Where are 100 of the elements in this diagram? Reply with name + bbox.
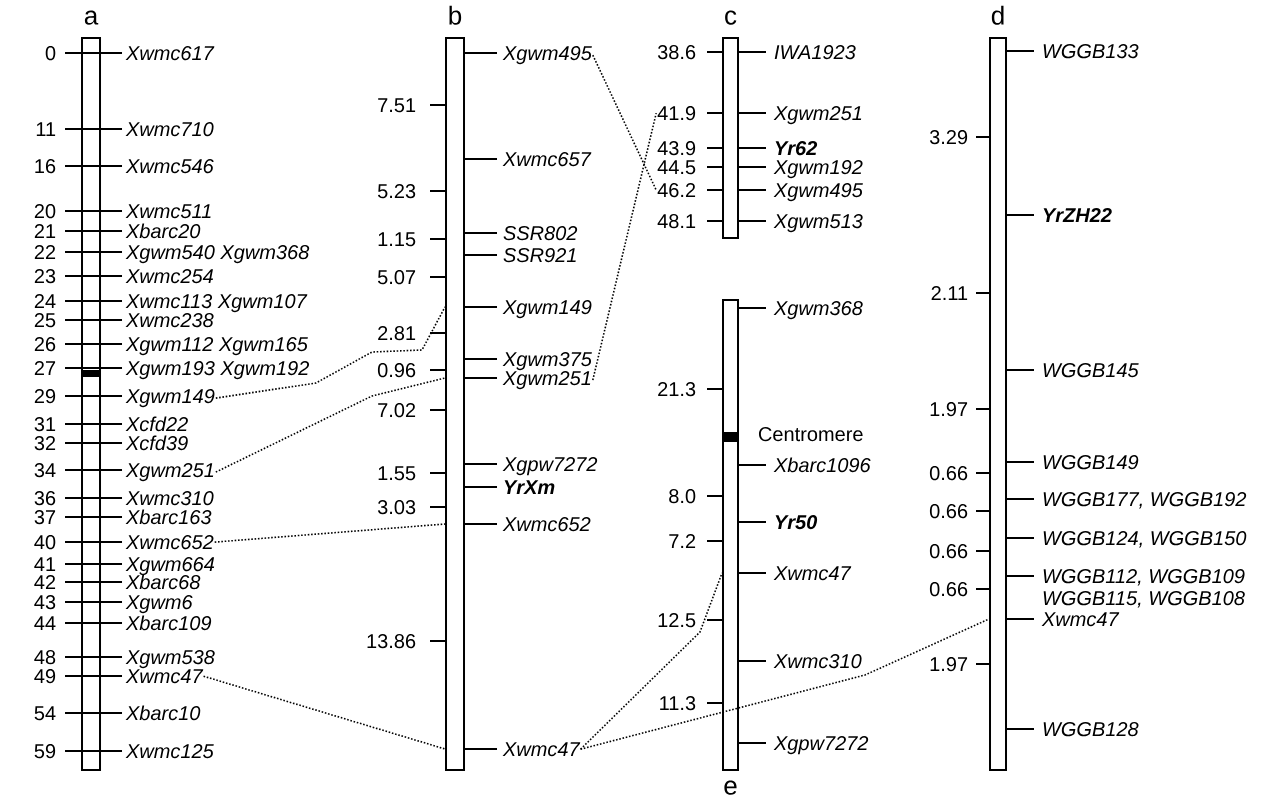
map-distance: 3.29 bbox=[929, 130, 968, 145]
map-distance: 43.9 bbox=[657, 141, 696, 156]
marker-name: Xgpw7272 bbox=[773, 736, 869, 755]
marker-name: Xgwm664 bbox=[125, 557, 215, 576]
map-distance: 8.0 bbox=[669, 489, 696, 504]
map-distance: 1.55 bbox=[378, 466, 416, 481]
centromere-label: Centromere bbox=[758, 427, 863, 442]
map-distance: 13.86 bbox=[367, 634, 416, 649]
map-distance: 54 bbox=[34, 706, 56, 721]
marker-name: Xwmc254 bbox=[125, 269, 213, 284]
node-label: b bbox=[449, 5, 462, 25]
map-distance: 49 bbox=[34, 669, 56, 684]
marker-name: Xwmc47 bbox=[773, 566, 852, 581]
marker-name: Xbarc109 bbox=[125, 615, 212, 631]
map-distance: 43 bbox=[34, 595, 56, 610]
map-distance: 0.66 bbox=[929, 466, 968, 481]
marker-name: Xwmc310 bbox=[125, 491, 214, 506]
marker-name: Xbarc1096 bbox=[773, 457, 871, 473]
map-distance: 22 bbox=[34, 245, 56, 259]
chromosome-bar: d bbox=[989, 5, 1007, 771]
connector-line bbox=[215, 306, 446, 399]
marker-name: WGGB177, WGGB192 bbox=[1043, 492, 1247, 509]
map-distance: 2.11 bbox=[931, 286, 968, 300]
connector-line bbox=[579, 618, 990, 750]
map-distance: 46.2 bbox=[657, 183, 696, 198]
marker-name: Xwmc546 bbox=[125, 159, 214, 174]
map-distance: 7.2 bbox=[669, 534, 696, 548]
marker-name: WGGB145 bbox=[1043, 363, 1139, 378]
marker-name: Xwmc657 bbox=[502, 152, 592, 167]
marker-name: WGGB133 bbox=[1043, 44, 1139, 59]
marker-name: Xbarc20 bbox=[125, 223, 201, 239]
map-distance: 44.5 bbox=[657, 160, 696, 175]
marker-name: Xwmc47 bbox=[1041, 612, 1120, 627]
marker-name: Xgwm368 bbox=[773, 301, 863, 320]
map-distance: 31 bbox=[34, 417, 56, 432]
map-distance: 1.97 bbox=[930, 657, 968, 672]
marker-name: Xwmc113 Xgwm107 bbox=[125, 294, 308, 313]
marker-name: Xgpw7272 bbox=[502, 457, 598, 476]
marker-name: SSR921 bbox=[503, 248, 576, 263]
marker-name: Xcfd22 bbox=[125, 416, 188, 432]
marker-name: Xgwm251 bbox=[773, 106, 862, 125]
map-distance: 26 bbox=[34, 337, 56, 352]
marker-name: Xgwm193 Xgwm192 bbox=[125, 361, 310, 380]
map-distance: 41.9 bbox=[657, 106, 696, 121]
marker-name: Xbarc68 bbox=[125, 574, 201, 590]
marker-name: Xwmc47 bbox=[125, 669, 204, 684]
chromosome-bar: c bbox=[722, 10, 739, 239]
gene-name: YrZH22 bbox=[1043, 208, 1112, 222]
marker-name: SSR802 bbox=[503, 226, 578, 241]
chromosome-bar: a bbox=[81, 10, 101, 771]
map-distance: 1.15 bbox=[378, 232, 416, 247]
marker-name: Xwmc710 bbox=[125, 122, 214, 137]
map-distance: 2.81 bbox=[378, 326, 416, 341]
marker-name: Xgwm112 Xgwm165 bbox=[125, 337, 308, 356]
marker-name: Xgwm251 bbox=[502, 371, 591, 390]
marker-name: Xgwm495 bbox=[502, 46, 592, 65]
marker-name: Xgwm192 bbox=[773, 160, 863, 179]
marker-name: WGGB128 bbox=[1043, 722, 1139, 737]
map-distance: 38.6 bbox=[657, 45, 696, 60]
marker-name: Xwmc310 bbox=[773, 654, 862, 669]
map-distance: 5.07 bbox=[377, 270, 416, 285]
connector-line bbox=[202, 675, 446, 750]
map-distance: 7.51 bbox=[378, 98, 416, 113]
marker-name: Xwmc238 bbox=[125, 313, 214, 328]
connector-line bbox=[215, 377, 446, 473]
map-distance: 5.23 bbox=[377, 184, 416, 199]
marker-name: IWA1923 bbox=[774, 45, 856, 60]
marker-name: Xwmc652 bbox=[502, 517, 591, 532]
map-distance: 59 bbox=[34, 744, 56, 759]
node-label: c bbox=[725, 10, 737, 25]
marker-name: Xgwm375 bbox=[502, 352, 592, 371]
map-distance: 3.03 bbox=[377, 500, 416, 515]
map-distance: 40 bbox=[34, 535, 56, 550]
map-distance: 16 bbox=[35, 159, 56, 174]
map-distance: 36 bbox=[34, 491, 56, 506]
map-distance: 21.3 bbox=[658, 382, 696, 397]
marker-name: Xcfd39 bbox=[125, 435, 188, 451]
marker-name: Xwmc652 bbox=[125, 535, 214, 550]
marker-name: Xbarc10 bbox=[125, 705, 201, 721]
map-distance: 11.3 bbox=[660, 696, 696, 711]
map-distance: 41 bbox=[34, 557, 56, 571]
map-distance: 25 bbox=[34, 313, 56, 328]
map-distance: 48.1 bbox=[657, 214, 696, 229]
map-distance: 24 bbox=[34, 294, 56, 308]
map-distance: 42 bbox=[34, 575, 56, 589]
node-label: a bbox=[84, 10, 99, 25]
map-distance: 34 bbox=[34, 463, 56, 478]
map-distance: 20 bbox=[34, 204, 56, 219]
chromosome-bar: e bbox=[722, 299, 739, 795]
marker-name: Xgwm149 bbox=[125, 389, 215, 408]
map-distance: 11 bbox=[36, 122, 56, 136]
map-distance: 0 bbox=[45, 46, 56, 61]
marker-name: Xwmc47 bbox=[502, 742, 581, 757]
map-distance: 12.5 bbox=[658, 613, 696, 628]
map-distance: 0.66 bbox=[929, 582, 968, 597]
map-distance: 0.66 bbox=[929, 504, 968, 519]
map-distance: 7.02 bbox=[378, 403, 416, 418]
marker-name: Xwmc617 bbox=[125, 46, 215, 61]
marker-name: WGGB115, WGGB108 bbox=[1043, 591, 1245, 608]
map-distance: 23 bbox=[34, 269, 56, 284]
